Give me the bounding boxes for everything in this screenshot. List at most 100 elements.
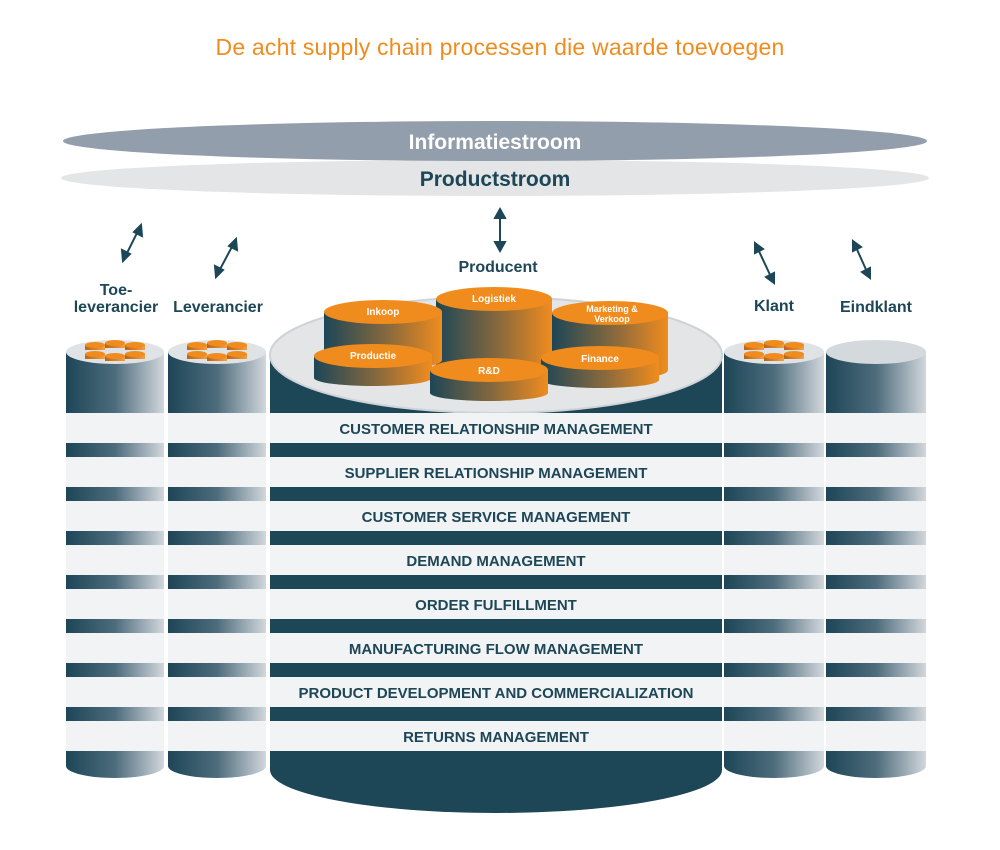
process-band: SUPPLIER RELATIONSHIP MANAGEMENT <box>66 457 926 487</box>
process-band: RETURNS MANAGEMENT <box>66 721 926 751</box>
process-label: DEMAND MANAGEMENT <box>406 553 585 570</box>
process-band-segment <box>168 545 266 575</box>
process-band-segment <box>826 589 926 619</box>
process-band-segment <box>724 589 824 619</box>
process-band-segment <box>168 501 266 531</box>
label-marketing-2: Verkoop <box>594 314 630 324</box>
mini-department-icons <box>85 340 804 361</box>
process-band-segment <box>270 457 722 487</box>
process-band: CUSTOMER SERVICE MANAGEMENT <box>66 501 926 531</box>
process-band: DEMAND MANAGEMENT <box>66 545 926 575</box>
process-band-segment <box>66 501 164 531</box>
mini-pad-top <box>227 342 247 348</box>
mini-pad-top <box>85 342 105 348</box>
label-logistiek: Logistiek <box>472 294 516 305</box>
process-band-segment <box>66 589 164 619</box>
mini-pad-top <box>744 351 764 357</box>
process-band-segment <box>826 633 926 663</box>
process-band: PRODUCT DEVELOPMENT AND COMMERCIALIZATIO… <box>66 677 926 707</box>
process-band-segment <box>168 413 266 443</box>
arrow-producent-icon <box>493 206 507 254</box>
mini-pad-top <box>105 353 125 359</box>
product-stream: Productstroom <box>61 160 929 196</box>
department-logistiek: Logistiek <box>436 287 552 375</box>
process-band-segment <box>724 633 824 663</box>
process-label: MANUFACTURING FLOW MANAGEMENT <box>349 641 643 658</box>
process-band-segment <box>66 545 164 575</box>
mini-pad-top <box>744 342 764 348</box>
process-label: RETURNS MANAGEMENT <box>403 729 589 746</box>
process-band-segment <box>724 413 824 443</box>
process-band: CUSTOMER RELATIONSHIP MANAGEMENT <box>66 413 926 443</box>
mini-pad-top <box>207 353 227 359</box>
process-band-segment <box>270 545 722 575</box>
process-band-segment <box>66 721 164 751</box>
department-rd: R&D <box>430 358 548 401</box>
mini-pad-top <box>764 353 784 359</box>
process-band-segment <box>826 501 926 531</box>
information-stream-label: Informatiestroom <box>409 131 582 154</box>
process-label: SUPPLIER RELATIONSHIP MANAGEMENT <box>345 465 648 482</box>
process-bands: CUSTOMER RELATIONSHIP MANAGEMENT SUPPLIER… <box>66 413 926 751</box>
process-band-segment <box>270 501 722 531</box>
information-stream: Informatiestroom <box>63 121 927 161</box>
mini-pad-top <box>784 342 804 348</box>
process-band-segment <box>724 457 824 487</box>
process-band-segment <box>66 413 164 443</box>
mini-pad-top <box>227 351 247 357</box>
label-klant: Klant <box>754 298 795 315</box>
process-band-segment <box>826 677 926 707</box>
arrow-toeleverancier-icon <box>120 222 144 264</box>
process-band-segment <box>724 545 824 575</box>
process-band-segment <box>826 413 926 443</box>
mini-pad-top <box>784 351 804 357</box>
process-band-segment <box>66 633 164 663</box>
mini-pad-top <box>764 340 784 346</box>
process-band: ORDER FULFILLMENT <box>66 589 926 619</box>
mini-pad-cluster-icon <box>85 340 145 361</box>
mini-pad-top <box>125 351 145 357</box>
entity-labels: Toe- leverancier Leverancier Producent K… <box>74 259 913 316</box>
process-band-segment <box>168 633 266 663</box>
diagram-title: De acht supply chain processen die waard… <box>215 34 785 60</box>
label-eindklant: Eindklant <box>840 299 913 316</box>
process-band-segment <box>724 677 824 707</box>
process-label: ORDER FULFILLMENT <box>415 597 577 614</box>
mini-pad-top <box>187 342 207 348</box>
process-label: CUSTOMER RELATIONSHIP MANAGEMENT <box>339 421 652 438</box>
department-finance: Finance <box>541 346 659 388</box>
process-band-segment <box>826 721 926 751</box>
process-band-segment <box>826 545 926 575</box>
process-band-segment <box>66 677 164 707</box>
label-rd: R&D <box>478 366 500 377</box>
arrow-klant-icon <box>754 241 775 285</box>
process-band: MANUFACTURING FLOW MANAGEMENT <box>66 633 926 663</box>
product-stream-label: Productstroom <box>420 168 571 191</box>
mini-pad-cluster-icon <box>744 340 804 361</box>
process-band-segment <box>168 677 266 707</box>
arrow-eindklant-icon <box>852 239 871 280</box>
process-band-segment <box>168 457 266 487</box>
process-band-segment <box>270 413 722 443</box>
process-band-segment <box>270 721 722 751</box>
mini-pad-top <box>105 340 125 346</box>
process-label: CUSTOMER SERVICE MANAGEMENT <box>362 509 631 526</box>
process-band-segment <box>270 633 722 663</box>
label-toeleverancier-1: Toe- <box>100 282 133 299</box>
department-productie: Productie <box>314 344 432 386</box>
process-band-segment <box>724 501 824 531</box>
label-marketing-1: Marketing & <box>586 304 638 314</box>
label-inkoop: Inkoop <box>367 307 400 318</box>
mini-pad-top <box>85 351 105 357</box>
process-band-segment <box>168 589 266 619</box>
process-band-segment <box>270 589 722 619</box>
mini-pad-top <box>207 340 227 346</box>
process-label: PRODUCT DEVELOPMENT AND COMMERCIALIZATIO… <box>299 685 694 702</box>
departments: Logistiek Inkoop Marketing & Verkoop Pro… <box>314 287 668 401</box>
label-leverancier: Leverancier <box>173 299 263 316</box>
flow-arrows <box>120 206 871 285</box>
mini-pad-top <box>125 342 145 348</box>
process-band-segment <box>724 721 824 751</box>
process-band-segment <box>826 457 926 487</box>
